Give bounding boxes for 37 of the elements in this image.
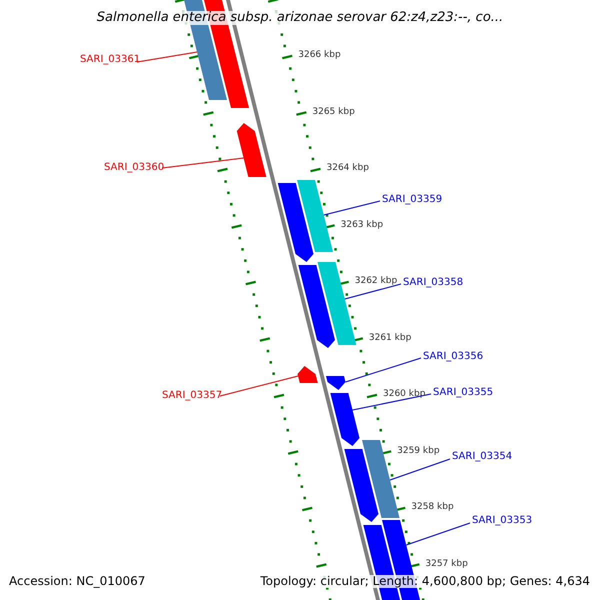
leader-line bbox=[344, 284, 402, 300]
gene-block bbox=[236, 123, 266, 177]
leader-line bbox=[352, 394, 432, 410]
gene-label: SARI_03359 bbox=[382, 194, 442, 205]
scale-label: 3257 kbp bbox=[425, 560, 468, 570]
gene-block bbox=[298, 366, 318, 383]
scale-label: 3264 kbp bbox=[326, 164, 369, 174]
gene-block bbox=[344, 440, 400, 522]
accession-text: Accession: NC_010067 bbox=[9, 575, 146, 588]
gene-label: SARI_03355 bbox=[433, 387, 494, 398]
scale-label: 3259 kbp bbox=[397, 446, 440, 456]
gene-label: SARI_03361 bbox=[80, 54, 140, 65]
leader-line bbox=[390, 458, 450, 480]
scale-label: 3263 kbp bbox=[340, 220, 384, 230]
gene-block bbox=[278, 180, 333, 262]
scale-label: 3261 kbp bbox=[368, 334, 412, 344]
scale-label: 3266 kbp bbox=[298, 51, 341, 61]
scale-label: 3262 kbp bbox=[354, 277, 398, 287]
gene-block bbox=[298, 262, 356, 348]
scale-label: 3258 kbp bbox=[411, 503, 454, 513]
gene-label: SARI_03358 bbox=[403, 277, 464, 288]
gene-label: SARI_03356 bbox=[423, 351, 484, 362]
scale-label: 3265 kbp bbox=[312, 108, 355, 118]
gene-block bbox=[330, 393, 360, 446]
gene-label: SARI_03353 bbox=[472, 515, 532, 526]
leader-line bbox=[323, 200, 380, 216]
leader-line bbox=[162, 158, 244, 168]
leader-line bbox=[406, 522, 470, 546]
leader-line bbox=[220, 376, 298, 396]
gene-label: SARI_03360 bbox=[104, 162, 164, 173]
gene-label: SARI_03354 bbox=[452, 451, 512, 462]
scale-label: 3260 kbp bbox=[383, 390, 426, 400]
leader-line bbox=[136, 52, 198, 62]
genome-info-text: Topology: circular; Length: 4,600,800 bp; Genes: 4,634 bbox=[260, 575, 590, 588]
gene-label: SARI_03357 bbox=[162, 390, 222, 401]
gene-block bbox=[326, 376, 346, 390]
leader-line bbox=[345, 358, 422, 382]
